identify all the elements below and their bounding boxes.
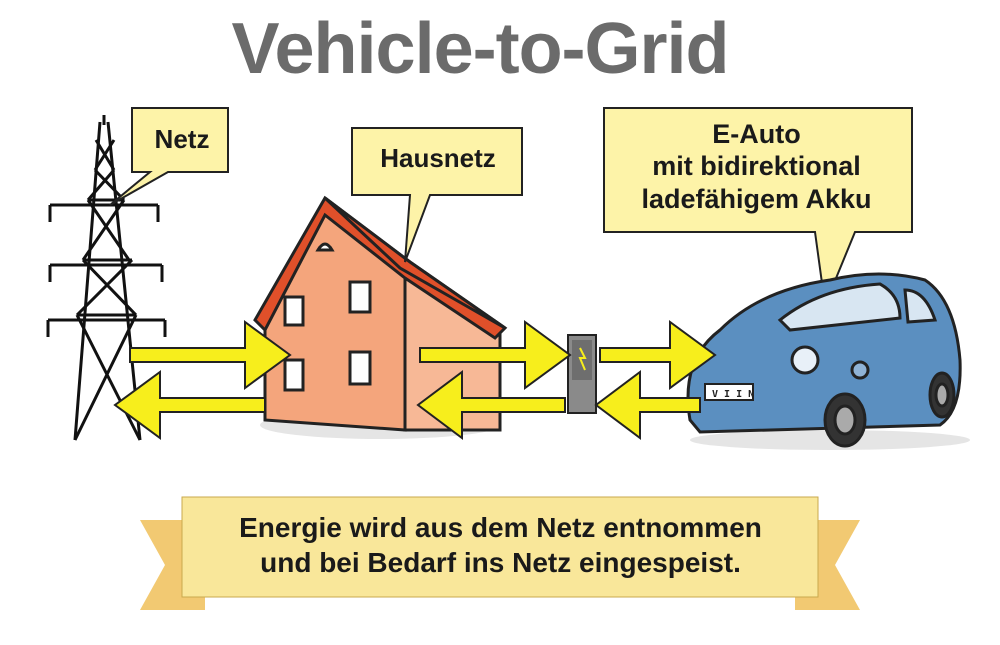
netz-bubble — [109, 107, 229, 206]
power-pylon-icon — [46, 115, 167, 441]
electric-car-icon — [686, 272, 970, 450]
eauto-bubble — [603, 107, 913, 309]
eauto-label-line-1: E-Auto — [712, 119, 801, 149]
eauto-label: E-Auto mit bidirektional ladefähigem Akk… — [604, 118, 909, 215]
energy-arrows — [113, 320, 717, 440]
diagram-title: Vehicle-to-Grid — [231, 9, 729, 89]
arrow-car-to-wallbox — [594, 370, 701, 440]
summary-banner — [140, 496, 860, 610]
summary-text: Energie wird aus dem Netz entnommen und … — [183, 510, 818, 580]
wallbox-charger-icon — [567, 334, 597, 414]
hausnetz-bubble — [351, 127, 523, 263]
arrow-house-to-grid — [113, 370, 266, 440]
arrow-grid-to-house — [129, 320, 292, 390]
eauto-label-line-2: mit bidirektional — [652, 151, 861, 182]
license-plate-text: V I I N — [712, 389, 755, 400]
arrow-wallbox-to-car — [599, 320, 717, 390]
eauto-label-line-3: ladefähigem Akku — [641, 183, 872, 214]
summary-line-2: und bei Bedarf ins Netz eingespeist. — [260, 547, 741, 578]
netz-label: Netz — [154, 124, 210, 154]
arrow-house-to-wallbox — [419, 320, 572, 390]
hausnetz-label: Hausnetz — [380, 143, 496, 173]
arrow-wallbox-to-house — [416, 370, 566, 440]
summary-line-1: Energie wird aus dem Netz entnommen — [239, 512, 762, 543]
